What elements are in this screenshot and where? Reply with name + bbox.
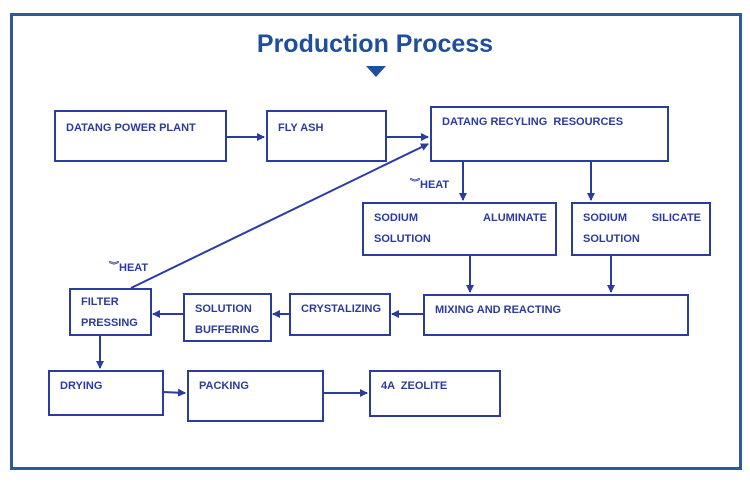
arrow-drying-to-packing: [162, 388, 186, 397]
box-sodium-silicate-solution: SODIUM SILICATE SOLUTION: [571, 202, 711, 256]
box-label: DATANG POWER PLANT: [66, 122, 196, 134]
box-label: 4A ZEOLITE: [381, 380, 448, 392]
box-mixing-and-reacting: MIXING AND REACTING: [423, 294, 689, 336]
box-label-line2: PRESSING: [81, 317, 138, 329]
box-label-left: SODIUM: [583, 212, 627, 224]
box-label: FLY ASH: [278, 122, 324, 134]
arrow-filter-to-recycling: [130, 143, 429, 289]
box-label: PACKING: [199, 380, 249, 392]
box-label-line2: BUFFERING: [195, 324, 260, 336]
double-chevron-down-icon: ︾: [108, 261, 120, 270]
box-label-left: SODIUM: [374, 212, 418, 224]
box-solution-buffering: SOLUTION BUFFERING: [183, 293, 272, 342]
outer-frame: [10, 13, 742, 470]
heat-label-lower: ︾ HEAT: [108, 261, 149, 275]
box-label-line2: SOLUTION: [583, 233, 640, 245]
box-datang-recycling-resources: DATANG RECYLING RESOURCES: [430, 106, 669, 162]
box-label-right: SILICATE: [651, 212, 701, 224]
box-crystalizing: CRYSTALIZING: [289, 293, 391, 336]
box-label: DATANG RECYLING RESOURCES: [442, 116, 624, 128]
box-label-line1: SOLUTION: [195, 303, 252, 315]
double-chevron-down-icon: ︾: [409, 178, 421, 187]
title-down-arrow-icon: [366, 66, 386, 77]
heat-label-upper: ︾ HEAT: [409, 178, 450, 192]
box-drying: DRYING: [48, 370, 164, 416]
box-label: MIXING AND REACTING: [435, 304, 562, 316]
box-packing: PACKING: [187, 370, 324, 422]
box-datang-power-plant: DATANG POWER PLANT: [54, 110, 227, 162]
heat-text: HEAT: [119, 262, 149, 274]
box-fly-ash: FLY ASH: [266, 110, 387, 162]
box-filter-pressing: FILTER PRESSING: [69, 288, 152, 336]
box-label-right: ALUMINATE: [483, 212, 547, 224]
heat-text: HEAT: [420, 179, 450, 191]
box-sodium-aluminate-solution: SODIUM ALUMINATE SOLUTION: [362, 202, 557, 256]
box-label-line2: SOLUTION: [374, 233, 431, 245]
box-label: CRYSTALIZING: [301, 303, 382, 315]
box-4a-zeolite: 4A ZEOLITE: [369, 370, 501, 417]
box-label-line1: FILTER: [81, 296, 119, 308]
page-title: Production Process: [256, 30, 494, 58]
box-label: DRYING: [60, 380, 103, 392]
